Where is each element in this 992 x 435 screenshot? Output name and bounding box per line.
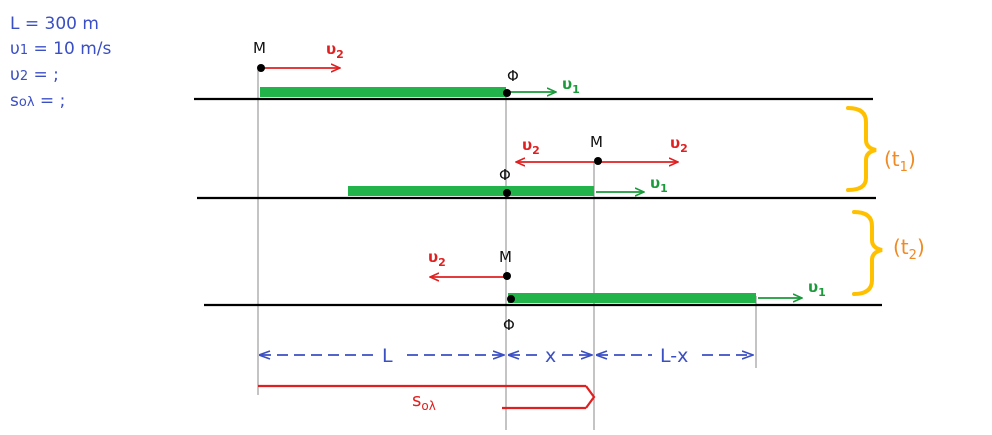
- label-total-distance: sολ: [412, 390, 436, 413]
- point-labels: M Φ M Φ M Φ: [253, 39, 603, 334]
- point-M-stage2: [594, 157, 602, 165]
- dimension-labels: L x L-x: [382, 345, 688, 367]
- label-u1-stage2: υ1: [650, 174, 668, 195]
- label-M-stage1: M: [253, 39, 266, 57]
- label-u2-fwd-stage2: υ2: [670, 134, 688, 155]
- label-u2-back-stage2: υ2: [522, 136, 540, 157]
- label-M-stage2: M: [590, 133, 603, 151]
- label-M-stage3: M: [499, 248, 512, 266]
- given-length: L = 300 m: [10, 14, 99, 34]
- label-u1-stage1: υ1: [562, 75, 580, 96]
- given-data: L = 300 m υ1 = 10 m/s υ2 = ; sολ = ;: [10, 12, 111, 115]
- label-dim-L: L: [382, 345, 393, 367]
- label-Phi-stage1: Φ: [507, 67, 519, 85]
- label-t1: (t1): [884, 147, 916, 175]
- trains: [260, 87, 756, 303]
- point-Phi-stage2: [503, 189, 511, 197]
- label-Phi-stage2: Φ: [499, 166, 511, 184]
- total-distance: [258, 384, 596, 410]
- tracks: [194, 97, 882, 307]
- given-u1: υ1 = 10 m/s: [10, 39, 112, 59]
- points: [257, 64, 602, 303]
- label-dim-x: x: [545, 345, 556, 367]
- label-Phi-stage3: Φ: [503, 316, 515, 334]
- label-u1-stage3: υ1: [808, 278, 826, 299]
- given-distance: sολ = ;: [10, 91, 66, 111]
- velocity-labels: υ2 υ1 υ2 υ2 υ1 υ2 υ1: [326, 40, 826, 299]
- label-u2-stage3: υ2: [428, 248, 446, 269]
- velocity-arrows: [261, 68, 802, 298]
- train-1: [260, 87, 506, 97]
- label-dim-Lx: L-x: [660, 345, 688, 367]
- brace-t2: [852, 210, 883, 296]
- point-M-stage3: [503, 272, 511, 280]
- train-3: [508, 293, 756, 303]
- given-u2: υ2 = ;: [10, 65, 59, 85]
- time-labels: (t1) (t2): [884, 147, 925, 263]
- point-Phi-stage3: [507, 295, 515, 303]
- point-Phi-stage1: [503, 89, 511, 97]
- label-u2-stage1: υ2: [326, 40, 344, 61]
- train-2: [348, 186, 594, 196]
- label-t2: (t2): [893, 235, 925, 263]
- point-M-stage1: [257, 64, 265, 72]
- distance-hook: [585, 385, 596, 409]
- time-braces: [846, 106, 883, 296]
- brace-t1: [846, 106, 877, 192]
